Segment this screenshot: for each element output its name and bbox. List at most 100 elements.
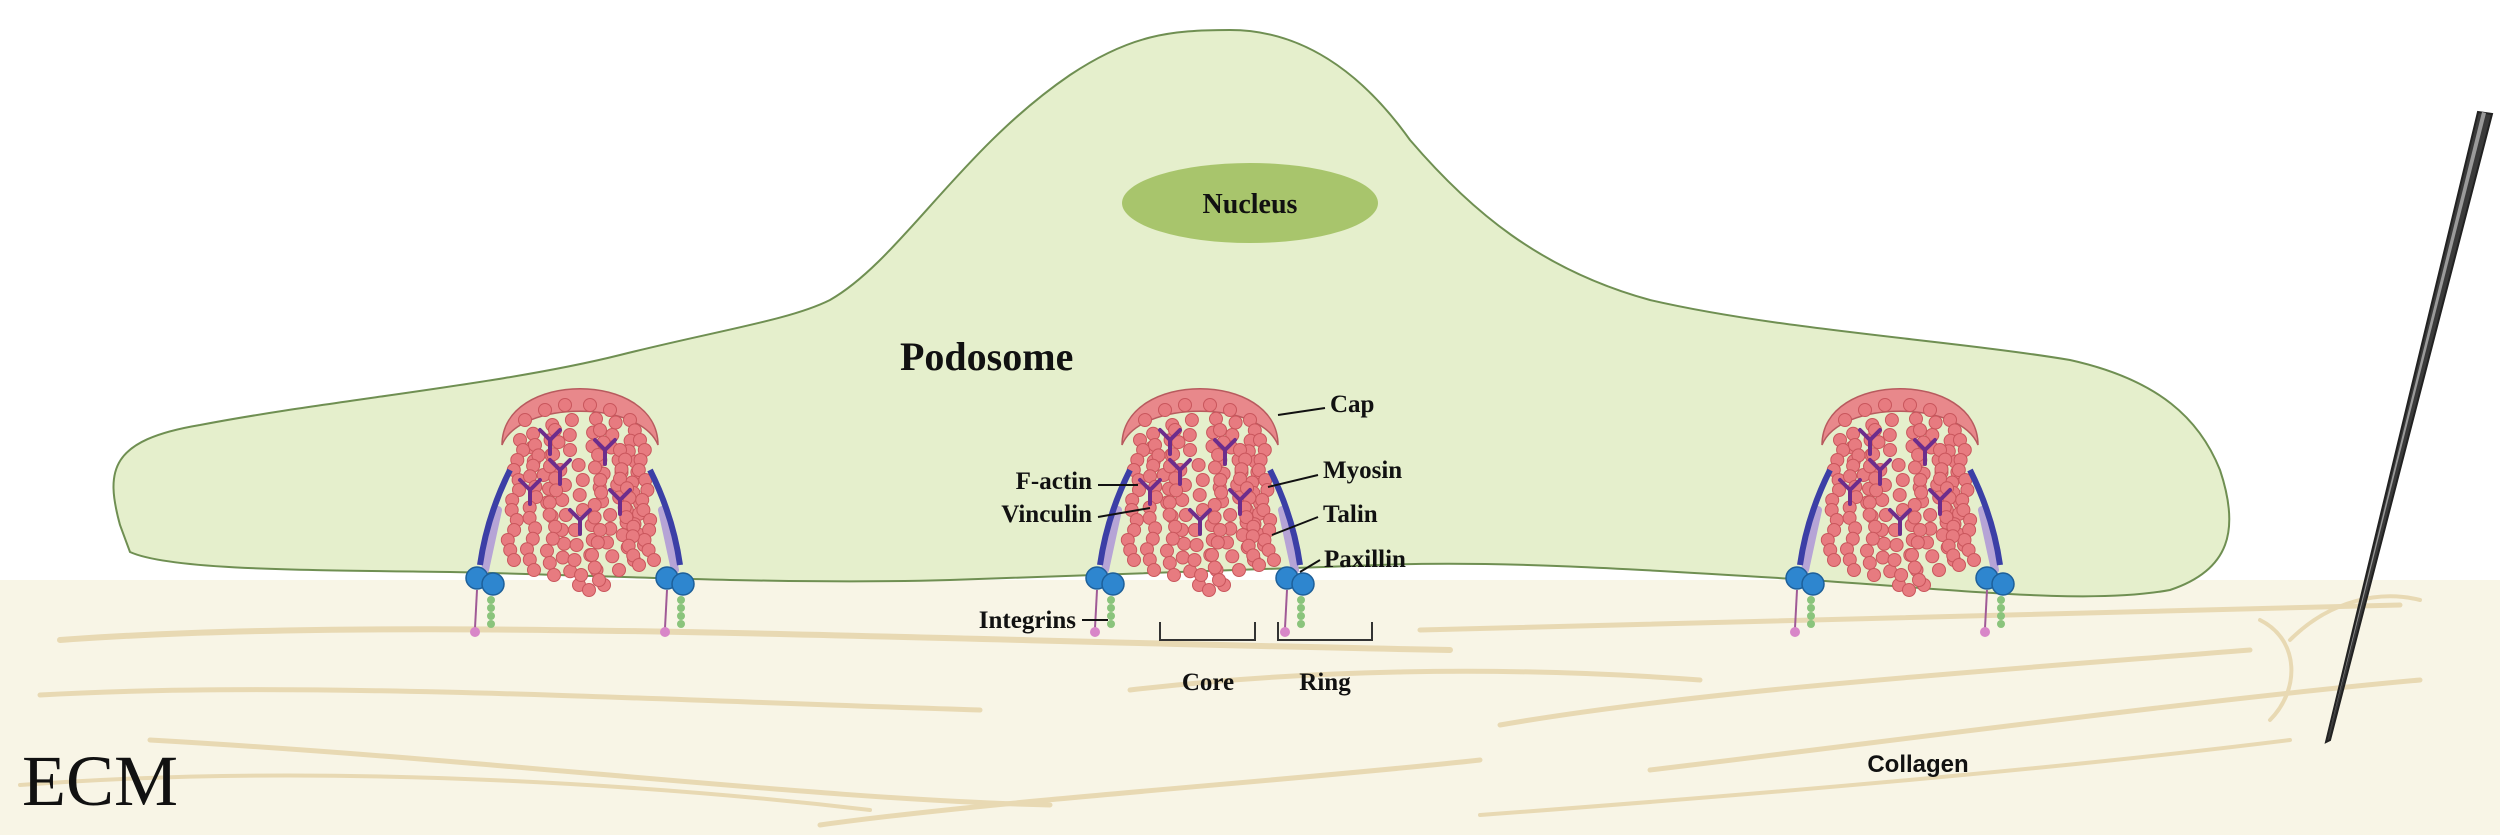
actin-bead <box>1138 413 1152 427</box>
actin-bead <box>603 403 617 417</box>
actin-bead <box>587 560 602 575</box>
podosome-left <box>465 388 695 637</box>
actin-bead <box>1228 415 1243 430</box>
actin-bead <box>1162 555 1177 570</box>
actin-bead <box>1213 423 1227 437</box>
actin-bead <box>1213 473 1228 487</box>
integrin-leg <box>1284 589 1288 629</box>
integrin-head <box>1291 572 1315 596</box>
integrin-leg <box>664 589 668 629</box>
actin-bead <box>1907 560 1922 575</box>
vinculin-label: Vinculin <box>1001 501 1092 528</box>
integrin-leg <box>474 589 478 629</box>
actin-bead <box>1862 495 1877 510</box>
actin-bead <box>1910 535 1925 550</box>
talin-rod <box>658 506 679 574</box>
actin-bead <box>1203 398 1217 412</box>
myosin-label: Myosin <box>1323 457 1402 484</box>
actin-bead <box>1895 473 1910 487</box>
actin-bead <box>1925 549 1940 564</box>
integrin-tail-bead <box>487 604 495 612</box>
actin-bead <box>1210 535 1225 550</box>
actin-bead <box>575 473 590 487</box>
integrin-foot <box>1280 627 1290 637</box>
actin-bead <box>1923 508 1938 522</box>
actin-bead <box>555 550 570 565</box>
ecm-label: ECM <box>22 741 178 821</box>
actin-bead <box>1205 548 1219 562</box>
actin-bead <box>1908 460 1922 475</box>
ring-bracket <box>1277 622 1373 641</box>
actin-bead <box>569 538 584 552</box>
integrin-foot <box>1090 627 1100 637</box>
nucleus <box>1122 163 1378 243</box>
actin-bead <box>1195 473 1210 487</box>
actin-bead <box>1952 558 1966 572</box>
myosin-mark <box>1158 428 1182 456</box>
actin-bead <box>1858 403 1872 417</box>
actin-bead <box>1233 471 1247 486</box>
actin-bead <box>1189 538 1204 552</box>
vinculin-chain <box>1267 468 1303 566</box>
integrin-foot <box>470 627 480 637</box>
myosin-mark <box>1138 478 1162 506</box>
podosome-right <box>1785 388 2015 637</box>
podosome-center <box>1085 388 1315 637</box>
actin-bead <box>588 460 602 475</box>
actin-bead <box>542 507 557 522</box>
actin-bead <box>1191 458 1206 472</box>
myosin-mark <box>1838 478 1862 506</box>
integrin-tail-bead <box>1997 612 2005 620</box>
actin-bead <box>1860 543 1874 558</box>
actin-bead <box>605 549 620 564</box>
actin-bead <box>1869 483 1884 498</box>
actin-bead <box>1875 550 1890 565</box>
leader-lines <box>1082 407 1326 621</box>
actin-bead <box>592 573 606 587</box>
integrin-tail-bead <box>1297 612 1305 620</box>
actin-bead <box>1223 403 1237 417</box>
actin-bead <box>1939 510 1954 525</box>
actin-bead <box>1168 519 1183 534</box>
actin-bead <box>1914 485 1929 500</box>
integrin-tail-bead <box>1807 604 1815 612</box>
actin-bead <box>1207 560 1222 575</box>
integrin-head <box>481 572 505 596</box>
core-label: Core <box>1182 669 1234 696</box>
actin-bead <box>613 471 627 486</box>
core-bracket <box>1159 622 1256 641</box>
integrin-tail-bead <box>1997 596 2005 604</box>
actin-bead <box>1932 563 1946 577</box>
actin-bead <box>572 488 587 502</box>
actin-bead <box>558 398 572 412</box>
integrin-tail-bead <box>1997 604 2005 612</box>
actin-bead <box>583 398 597 412</box>
integrin-head <box>671 572 695 596</box>
myosin-mark <box>1213 438 1237 466</box>
actin-bead <box>1913 473 1928 487</box>
actin-bead <box>585 548 599 562</box>
actin-bead <box>1251 463 1266 477</box>
actin-bead <box>1167 568 1181 582</box>
integrin-leg <box>1984 589 1988 629</box>
integrin-tail-bead <box>1297 604 1305 612</box>
actin-bead <box>1175 550 1190 565</box>
integrin-tail-bead <box>1107 596 1115 604</box>
myosin-mark <box>1868 458 1892 486</box>
myosin-mark <box>1188 508 1212 536</box>
actin-bead <box>1183 443 1197 457</box>
integrin-foot <box>660 627 670 637</box>
myosin-mark <box>568 508 592 536</box>
actin-bead <box>574 568 589 582</box>
talin-rod <box>1978 506 1999 574</box>
ecm-background <box>0 580 2500 835</box>
integrin-tail-bead <box>1107 604 1115 612</box>
actin-bead <box>518 413 532 427</box>
actin-bead <box>1160 543 1174 558</box>
myosin-mark <box>518 478 542 506</box>
integrin-tail-bead <box>1107 612 1115 620</box>
actin-bead <box>632 558 646 572</box>
actin-bead <box>1178 398 1192 412</box>
actin-bead <box>538 403 552 417</box>
actin-bead <box>507 523 522 537</box>
